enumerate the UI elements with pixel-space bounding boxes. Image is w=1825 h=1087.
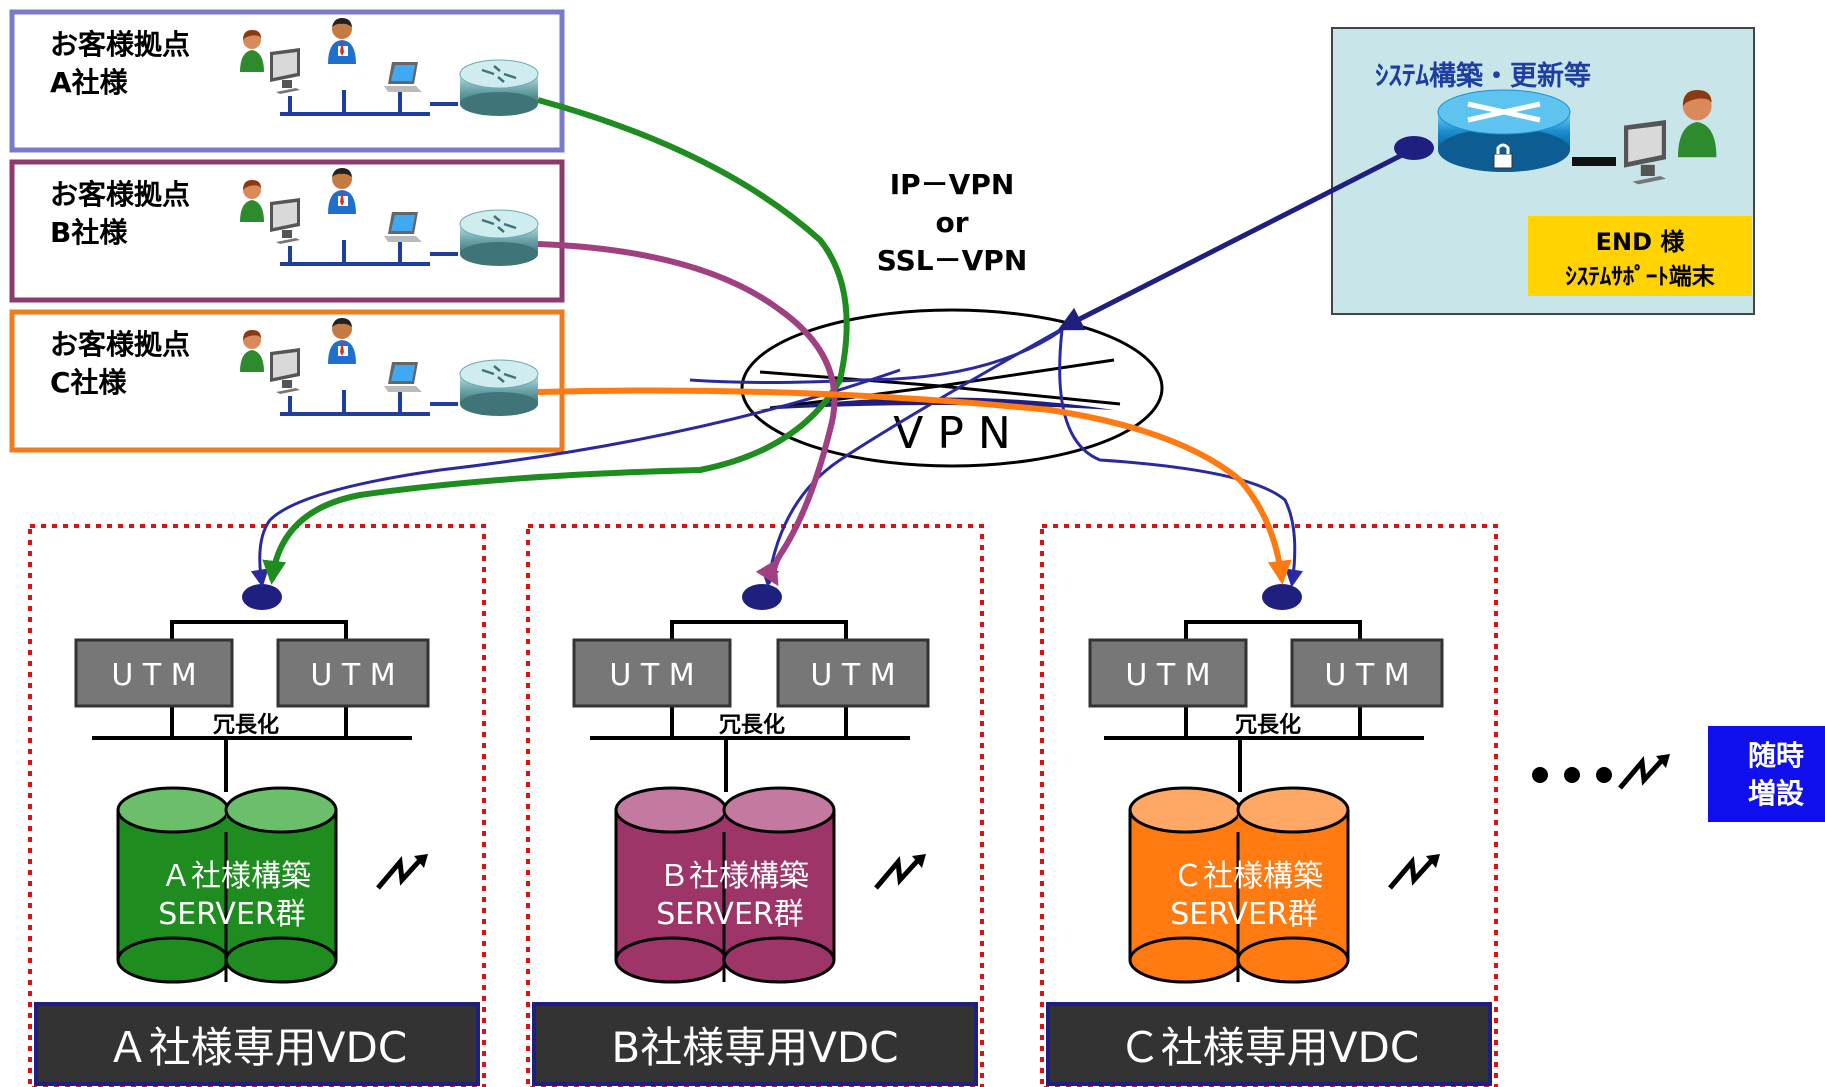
admin-link: [1572, 157, 1616, 166]
add-box: [1708, 726, 1825, 822]
utm-right-label: U T M: [1324, 658, 1409, 693]
vdc-b-net: [590, 620, 910, 792]
vpn-label-line3: SSL－VPN: [877, 244, 1028, 277]
add-line1: 随時: [1748, 739, 1804, 772]
end-label-line2: ｼｽﾃﾑｻﾎﾟｰﾄ端末: [1565, 263, 1716, 290]
redundancy-label: 冗長化: [213, 712, 279, 738]
server-db: [614, 786, 836, 984]
bolt-icon: [876, 854, 926, 888]
expansion: 随時 増設: [1532, 726, 1825, 822]
tunnel-line-a: [250, 368, 901, 588]
router-icon: [458, 58, 540, 118]
site-b-line1: お客様拠点: [50, 178, 190, 211]
vdc-c-footer-label: Ｃ社様専用VDC: [1119, 1023, 1419, 1072]
server-db: [116, 786, 338, 984]
add-line2: 増設: [1748, 777, 1805, 810]
vpn-label-line1: IP－VPN: [890, 168, 1015, 201]
db-line1: Ａ社様構築: [161, 859, 311, 894]
utm-right-label: U T M: [810, 658, 895, 693]
db-line1: Ｃ社様構築: [1173, 859, 1323, 894]
vpn-cloud: IP－VPN or SSL－VPN V P N: [740, 168, 1164, 468]
ellipsis-dot: [1564, 767, 1580, 783]
vdc-c-footer: [1046, 1002, 1492, 1086]
redundancy-label: 冗長化: [719, 712, 785, 738]
vdc-a-endpoint: [242, 584, 282, 610]
admin-panel: ｼｽﾃﾑ構築・更新等 END 様 ｼｽﾃﾑｻﾎﾟｰﾄ端末: [1331, 27, 1755, 315]
utm-left-label: U T M: [1125, 658, 1210, 693]
vpn-router-icon: [1437, 89, 1571, 172]
utm-right: [1290, 638, 1444, 708]
bolt-icon: [1620, 754, 1670, 788]
utm-right: [776, 638, 930, 708]
vdc-a: U T M U T M 冗長化 Ａ社様構築 SERVER群 Ａ社様専用VDC: [28, 524, 486, 1087]
utm-right: [276, 638, 430, 708]
lan-line: [280, 390, 458, 416]
route-line-c: [537, 387, 1292, 585]
route-line-a: [262, 97, 850, 585]
vdc-b: U T M U T M 冗長化 Ｂ社様構築 SERVER群 B社様専用VDC: [526, 524, 984, 1087]
vdc-a-footer: [34, 1002, 480, 1086]
site-a: お客様拠点 A社様: [9, 9, 565, 153]
site-c: お客様拠点 C社様: [9, 309, 565, 453]
site-a-line2: A社様: [50, 66, 129, 99]
bolt-icon: [378, 854, 428, 888]
vdc-c: U T M U T M 冗長化 Ｃ社様構築 SERVER群 Ｃ社様専用VDC: [1040, 524, 1498, 1087]
utm-left-label: U T M: [609, 658, 694, 693]
ellipsis-dot: [1532, 767, 1548, 783]
utm-left-label: U T M: [111, 658, 196, 693]
utm-left: [74, 638, 234, 708]
lan-line: [280, 240, 458, 266]
vdc-c-endpoint: [1262, 584, 1302, 610]
site-b: お客様拠点 B社様: [9, 159, 565, 303]
vdc-a-net: [92, 620, 412, 792]
db-line2: SERVER群: [656, 897, 804, 932]
db-line2: SERVER群: [158, 897, 306, 932]
connections: [250, 97, 1406, 588]
tunnel-line-b: [761, 328, 1061, 588]
vpn-cloud-label: V P N: [893, 408, 1011, 459]
site-b-line2: B社様: [50, 216, 128, 249]
vpn-label-line2: or: [935, 206, 968, 239]
lan-line: [280, 90, 458, 116]
utm-left: [572, 638, 732, 708]
site-a-line1: お客様拠点: [50, 28, 190, 61]
admin-title: ｼｽﾃﾑ構築・更新等: [1375, 60, 1591, 92]
utm-left: [1088, 638, 1248, 708]
vdc-b-footer: [532, 1002, 978, 1086]
admin-line: [1057, 151, 1406, 331]
redundancy-label: 冗長化: [1235, 712, 1301, 738]
site-c-line2: C社様: [50, 366, 128, 399]
utm-right-label: U T M: [310, 658, 395, 693]
site-c-line1: お客様拠点: [50, 328, 190, 361]
vdc-c-net: [1104, 620, 1424, 792]
end-label-box: [1528, 216, 1752, 296]
vdc-a-footer-label: Ａ社様専用VDC: [107, 1023, 407, 1072]
router-icon: [458, 208, 540, 268]
tunnel-line-center: [689, 328, 1063, 384]
vdc-b-frame: [526, 524, 984, 1087]
db-line1: Ｂ社様構築: [659, 859, 809, 894]
vdc-a-frame: [28, 524, 486, 1087]
db-line2: SERVER群: [1170, 897, 1318, 932]
vpn-band: [756, 397, 1114, 410]
route-line-b: [537, 241, 838, 587]
ellipsis-dot: [1596, 767, 1612, 783]
vdc-c-frame: [1040, 524, 1498, 1087]
server-db: [1128, 786, 1350, 984]
bolt-icon: [1390, 854, 1440, 888]
router-icon: [458, 358, 540, 418]
vdc-b-endpoint: [742, 584, 782, 610]
end-label-line1: END 様: [1596, 228, 1686, 256]
vdc-b-footer-label: B社様専用VDC: [611, 1023, 898, 1072]
